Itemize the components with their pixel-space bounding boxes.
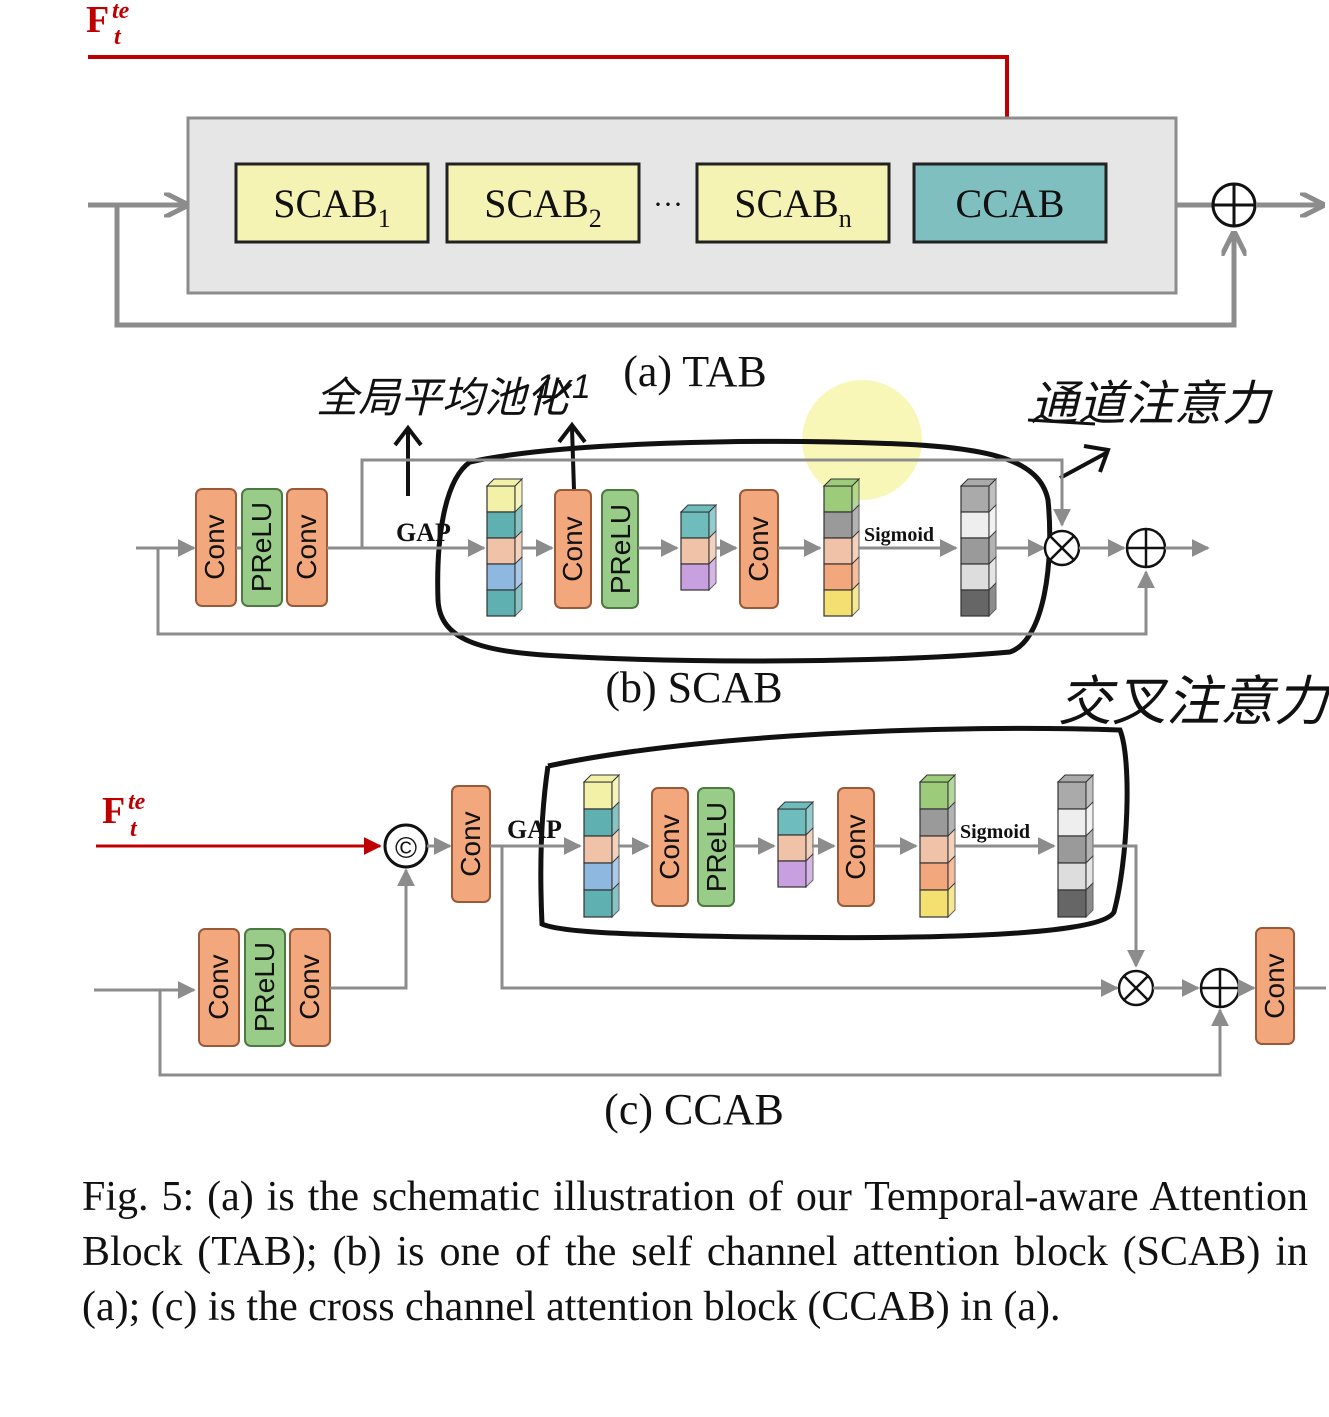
ccab-gap-vector — [582, 773, 621, 919]
scab-sum-symbol — [1125, 527, 1167, 569]
ccab-bypass-line — [500, 846, 1119, 997]
gap-note-arrow — [393, 424, 423, 496]
concat-symbol: © — [383, 823, 429, 869]
svg-text:Conv: Conv — [203, 954, 234, 1019]
ccab-excite-vector — [918, 773, 957, 919]
scab-att-prelu: PReLU — [601, 489, 639, 609]
scab-n-block — [695, 162, 891, 244]
scab-attention-loop — [435, 438, 1053, 664]
ccab-sigmoid-vector — [1056, 773, 1095, 919]
conv-note-arrow — [557, 421, 587, 491]
ccab-out-conv: Conv — [1255, 927, 1295, 1045]
scab-att-conv-1: Conv — [554, 489, 592, 609]
ccab-att-prelu: PReLU — [697, 787, 735, 907]
scab-multiply-symbol — [1043, 529, 1081, 567]
scab-caption: (b) SCAB — [605, 663, 782, 712]
svg-text:PReLU: PReLU — [246, 502, 277, 592]
svg-text:Conv: Conv — [557, 516, 588, 581]
ccab-pre-conv-2: Conv — [289, 928, 331, 1047]
ccab-pre-conv-1: Conv — [198, 928, 240, 1047]
ccab-sigmoid-label: Sigmoid — [960, 821, 1030, 843]
svg-text:Conv: Conv — [291, 514, 322, 579]
tab-ellipsis: ··· — [653, 188, 683, 221]
svg-text:©: © — [395, 832, 417, 865]
ccab-skip-line — [158, 990, 1229, 1077]
scab-att-conv-2: Conv — [739, 489, 779, 609]
scab-conv-1: Conv — [195, 488, 237, 607]
channel-note-arrow — [1059, 444, 1111, 480]
scab-skip-line — [156, 548, 1155, 636]
scab-n-label: SCABn — [734, 181, 852, 233]
scab-excite-vector — [822, 477, 861, 618]
tab-input-sup: te — [112, 0, 130, 24]
scab-feature-stacks — [485, 477, 998, 618]
tab-caption: (a) TAB — [623, 347, 767, 396]
svg-text:PReLU: PReLU — [249, 942, 280, 1032]
scab-prelu: PReLU — [241, 488, 283, 607]
handwritten-annotations-bottom: 交叉注意力 — [538, 672, 1329, 941]
gap-note: 全局平均池化 — [316, 374, 573, 421]
scab-gap-vector — [485, 477, 524, 618]
svg-text:PReLU: PReLU — [701, 802, 732, 892]
svg-text:Conv: Conv — [199, 514, 230, 579]
ccab-diagram: F te t © Conv PReLU Conv Conv GAP — [94, 773, 1326, 1134]
ccab-gap-label: GAP — [507, 815, 562, 844]
svg-text:Conv: Conv — [455, 811, 486, 876]
ccab-input-label: F — [102, 790, 125, 832]
scab-conv-2: Conv — [286, 488, 328, 607]
ccab-input-sup: te — [128, 789, 146, 815]
scab-2-block — [445, 162, 641, 244]
highlight-spot — [802, 380, 922, 500]
cross-note: 交叉注意力 — [1058, 672, 1329, 732]
ccab-fuse-conv: Conv — [451, 785, 491, 903]
tab-input-label: F — [86, 0, 109, 41]
tab-diagram: F te t SCAB1 SCAB2 ··· SCABn CCAB (a) TA… — [86, 0, 1320, 396]
scab-bypass-line — [360, 458, 1071, 548]
ccab-input-sub: t — [130, 816, 138, 842]
scab-squeeze-vector — [679, 503, 718, 592]
ccab-att-conv-1: Conv — [651, 787, 689, 907]
ccab-label: CCAB — [956, 181, 1065, 226]
scab-sigmoid-label: Sigmoid — [864, 524, 934, 546]
ccab-squeeze-vector — [776, 800, 815, 889]
ccab-block — [912, 162, 1108, 244]
svg-text:PReLU: PReLU — [605, 504, 636, 594]
svg-text:Conv: Conv — [840, 814, 871, 879]
channel-note-underline — [1027, 418, 1096, 426]
ccab-caption: (c) CCAB — [604, 1085, 784, 1134]
scab-sigmoid-vector — [959, 477, 998, 618]
ccab-sum-symbol — [1199, 967, 1241, 1009]
svg-text:Conv: Conv — [654, 814, 685, 879]
ccab-feature-stacks — [582, 773, 1095, 919]
figure-caption: Fig. 5: (a) is the schematic illustratio… — [82, 1174, 1308, 1330]
tab-skip-line — [114, 205, 1234, 328]
tab-input-sub: t — [114, 24, 122, 50]
scab-diagram: Conv PReLU Conv GAP Conv PReLU Conv — [136, 458, 1210, 712]
svg-text:Conv: Conv — [743, 516, 774, 581]
conv-note: 1x1 — [536, 368, 591, 406]
handwritten-annotations-top: 全局平均池化 1x1 通道注意力 — [316, 368, 1273, 664]
scab-gap-label: GAP — [396, 518, 451, 547]
scab-1-label: SCAB1 — [273, 181, 391, 233]
svg-text:Conv: Conv — [294, 954, 325, 1019]
scab-1-block — [234, 162, 430, 244]
scab-2-label: SCAB2 — [484, 181, 602, 233]
ccab-pre-prelu: PReLU — [244, 928, 286, 1047]
ccab-att-conv-2: Conv — [837, 787, 875, 907]
ccab-multiply-symbol — [1117, 969, 1155, 1007]
ccab-attention-loop — [538, 725, 1130, 941]
svg-text:Conv: Conv — [1259, 953, 1290, 1018]
